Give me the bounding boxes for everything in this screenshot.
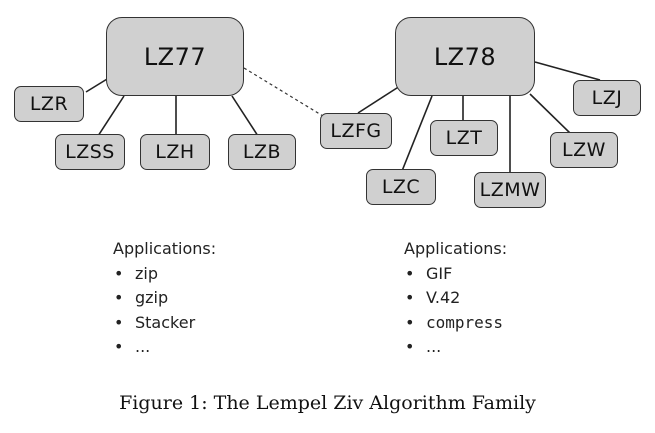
edge-lz77-lzb bbox=[231, 95, 259, 137]
node-lzb: LZB bbox=[228, 134, 296, 170]
node-lzmw: LZMW bbox=[474, 172, 546, 208]
edge-lz78-lzc bbox=[401, 95, 433, 172]
node-lz77: LZ77 bbox=[106, 17, 244, 96]
applications-left-list: zip gzip Stacker ... bbox=[113, 262, 216, 360]
node-lzw: LZW bbox=[550, 132, 618, 168]
list-item: GIF bbox=[404, 262, 507, 287]
node-lzh: LZH bbox=[140, 134, 210, 170]
node-lzfg: LZFG bbox=[320, 113, 392, 149]
applications-right-list: GIF V.42 compress ... bbox=[404, 262, 507, 360]
edge-lz77-lzfg-dashed bbox=[243, 67, 324, 117]
list-item: Stacker bbox=[113, 311, 216, 336]
node-lzss: LZSS bbox=[55, 134, 125, 170]
list-item: compress bbox=[404, 311, 507, 336]
node-lzt: LZT bbox=[430, 120, 498, 156]
figure-caption: Figure 1: The Lempel Ziv Algorithm Famil… bbox=[119, 392, 536, 414]
node-lz78: LZ78 bbox=[395, 17, 535, 96]
edge-lz78-lzj bbox=[534, 61, 601, 81]
applications-left: Applications: zip gzip Stacker ... bbox=[113, 237, 216, 360]
list-item: gzip bbox=[113, 286, 216, 311]
applications-right-heading: Applications: bbox=[404, 239, 508, 258]
node-lzc: LZC bbox=[366, 169, 436, 205]
edge-lz78-lzw bbox=[529, 93, 572, 135]
list-item: ... bbox=[404, 335, 507, 360]
edge-lz78-lzfg bbox=[357, 85, 401, 114]
node-lzj: LZJ bbox=[573, 80, 641, 116]
list-item: zip bbox=[113, 262, 216, 287]
list-item: ... bbox=[113, 335, 216, 360]
applications-right: Applications: GIF V.42 compress ... bbox=[404, 237, 507, 360]
node-lzr: LZR bbox=[14, 86, 84, 122]
applications-left-heading: Applications: bbox=[113, 239, 217, 258]
edge-lz77-lzss bbox=[97, 95, 125, 137]
list-item: V.42 bbox=[404, 286, 507, 311]
